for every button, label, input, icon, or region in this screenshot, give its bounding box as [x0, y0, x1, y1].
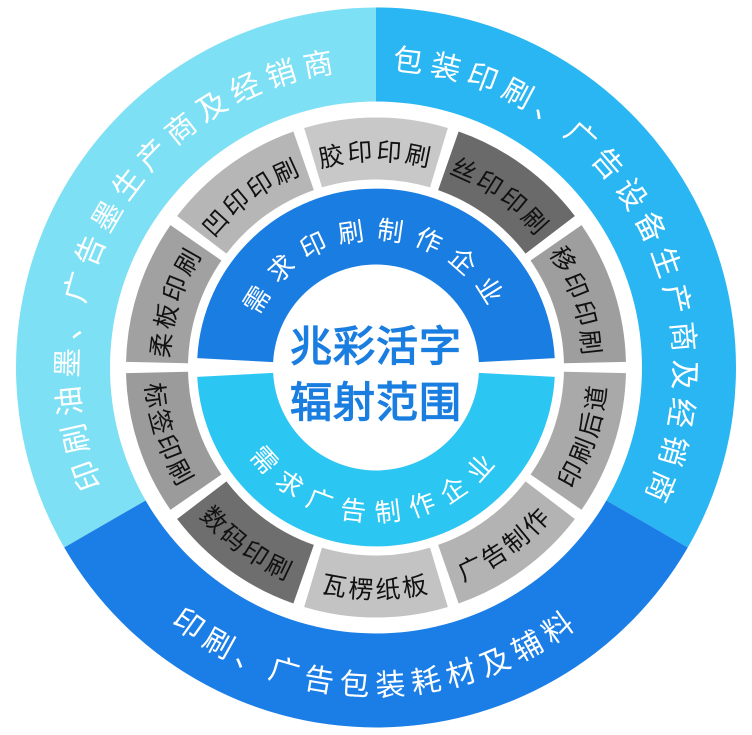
middle-segment-5 — [304, 547, 448, 618]
middle-segment-6 — [177, 481, 314, 604]
outer-sector-0 — [15, 7, 376, 548]
inner-ring-top — [197, 188, 555, 363]
middle-segment-7 — [126, 371, 222, 510]
middle-segment-0 — [304, 117, 448, 188]
middle-segment-8 — [126, 225, 222, 364]
middle-segment-3 — [530, 371, 626, 510]
center-circle — [274, 265, 478, 470]
outer-sector-1 — [376, 7, 737, 548]
middle-segment-1 — [438, 131, 575, 254]
center-title-line1: 兆彩活字 — [290, 323, 462, 370]
inner-ring-bottom — [197, 372, 555, 547]
middle-segment-4 — [438, 481, 575, 604]
middle-segment-9 — [177, 131, 314, 254]
middle-segment-2 — [530, 225, 626, 364]
center-title-line2: 辐射范围 — [290, 379, 462, 426]
outer-sector-2 — [64, 500, 688, 728]
